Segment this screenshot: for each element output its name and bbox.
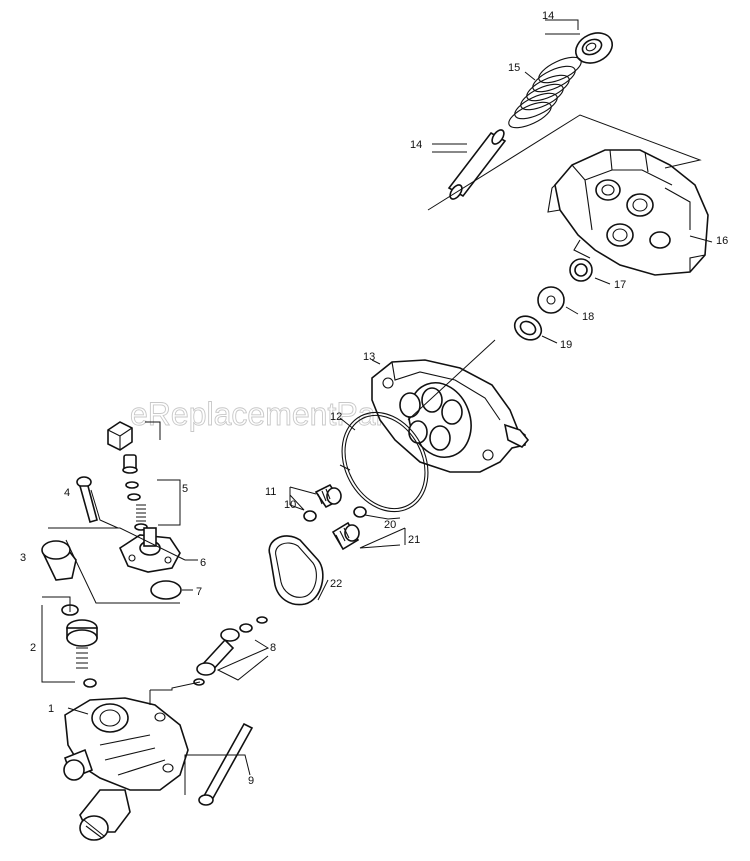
- part-12-gasket: [341, 411, 429, 513]
- label-16: 16: [716, 235, 728, 247]
- part-11-valve: [314, 483, 342, 509]
- label-7: 7: [196, 586, 202, 598]
- part-3-cap: [41, 540, 77, 581]
- part-4-bolt: [76, 476, 98, 523]
- label-12: 12: [330, 411, 342, 423]
- part-18-washer: [537, 286, 565, 314]
- part-14-piston: [447, 129, 507, 200]
- part-5-unloader: [107, 421, 148, 531]
- label-6: 6: [200, 557, 206, 569]
- part-22-gasket: [268, 535, 324, 606]
- part-14-seal: [574, 32, 614, 64]
- leader-lines: [41, 19, 713, 795]
- label-11: 11: [265, 486, 276, 498]
- part-labels: 14 15 14 16 17 18 19 13 12 11 10 20 21 2…: [20, 10, 728, 787]
- label-19: 19: [560, 339, 572, 351]
- label-9: 9: [248, 775, 254, 787]
- part-20-oring: [353, 506, 367, 518]
- label-17: 17: [614, 279, 626, 291]
- part-21-valve: [331, 521, 360, 551]
- label-2: 2: [30, 642, 36, 654]
- part-13-housing: [371, 359, 530, 473]
- label-15: 15: [508, 62, 520, 74]
- part-7-oring: [150, 580, 182, 600]
- part-1-body: [63, 697, 189, 841]
- label-8: 8: [270, 642, 276, 654]
- part-10-oring: [303, 510, 317, 522]
- part-2-valve: [61, 604, 98, 688]
- part-15-spring: [508, 56, 582, 129]
- label-13: 13: [363, 351, 375, 363]
- part-19-seal: [513, 315, 543, 341]
- label-18: 18: [582, 311, 594, 323]
- part-9-rod: [198, 722, 254, 806]
- label-14a: 14: [542, 10, 554, 22]
- label-21: 21: [408, 534, 420, 546]
- label-14b: 14: [410, 139, 422, 151]
- label-22: 22: [330, 578, 342, 590]
- label-3: 3: [20, 552, 26, 564]
- label-20: 20: [384, 519, 396, 531]
- part-8-assembly: [193, 616, 268, 686]
- label-5: 5: [182, 483, 188, 495]
- part-16-manifold: [547, 149, 709, 276]
- label-10: 10: [284, 499, 296, 511]
- part-6-cap: [118, 527, 181, 573]
- part-17-seal: [569, 258, 593, 282]
- label-1: 1: [48, 703, 54, 715]
- label-4: 4: [64, 487, 70, 499]
